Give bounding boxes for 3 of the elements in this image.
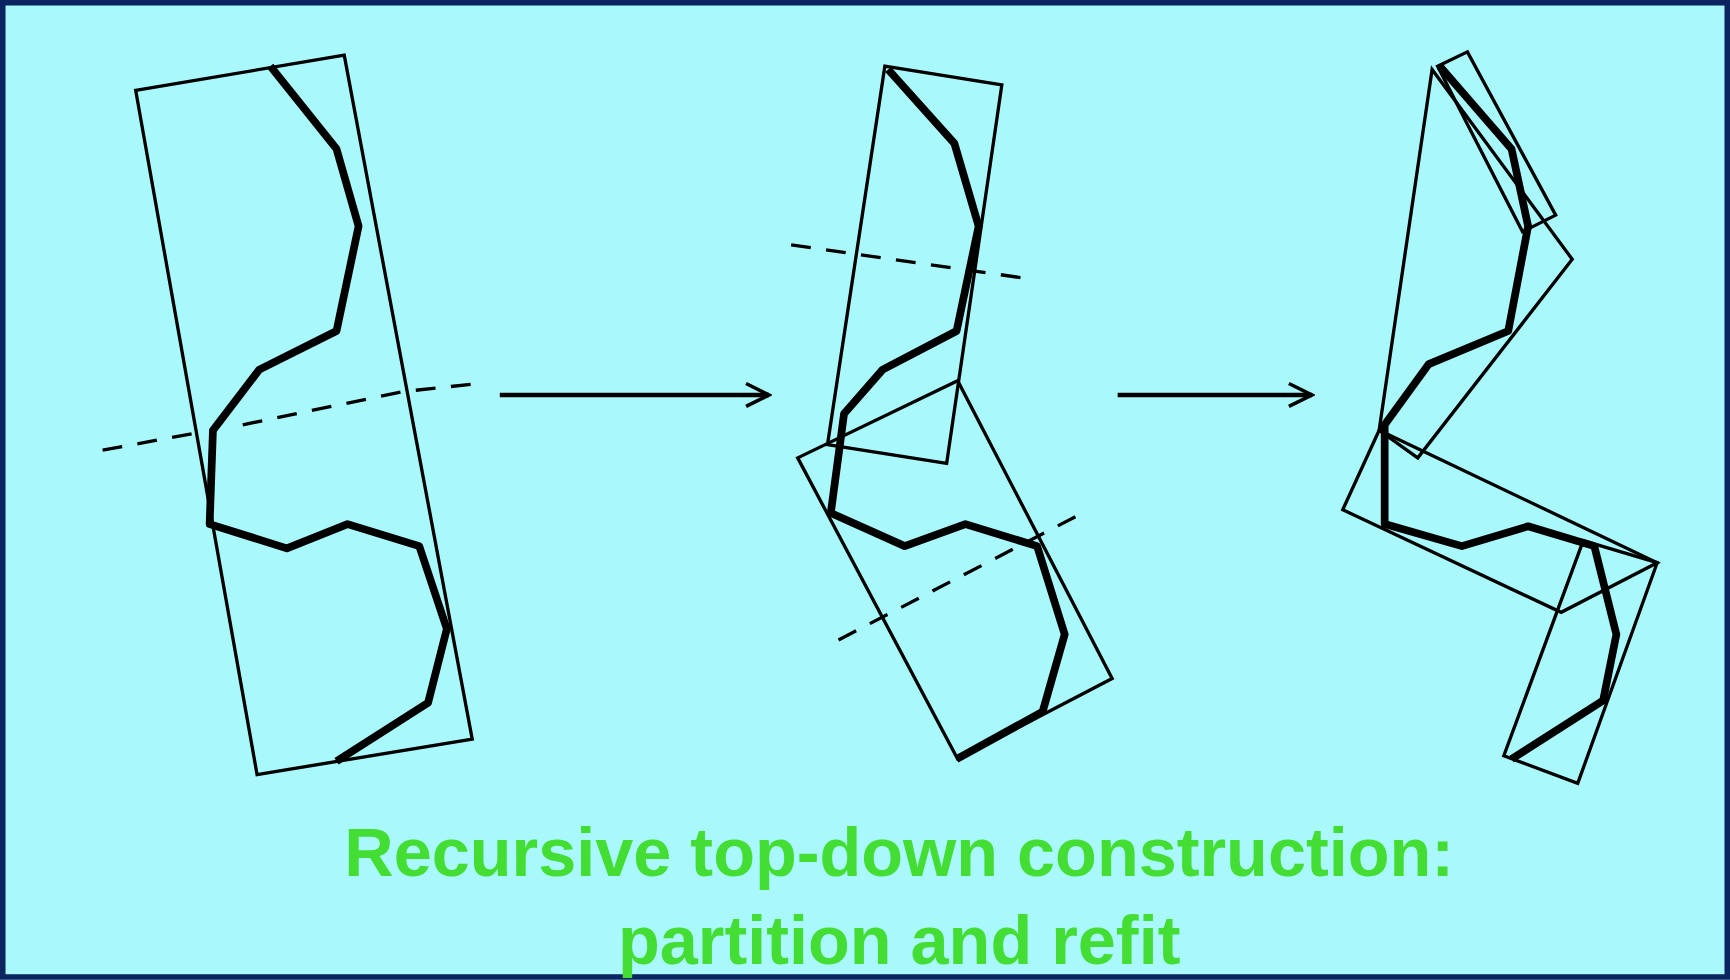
arrow — [499, 381, 771, 409]
caption: Recursive top-down construction: partition and refit — [343, 813, 1456, 980]
arrow — [1117, 381, 1314, 409]
